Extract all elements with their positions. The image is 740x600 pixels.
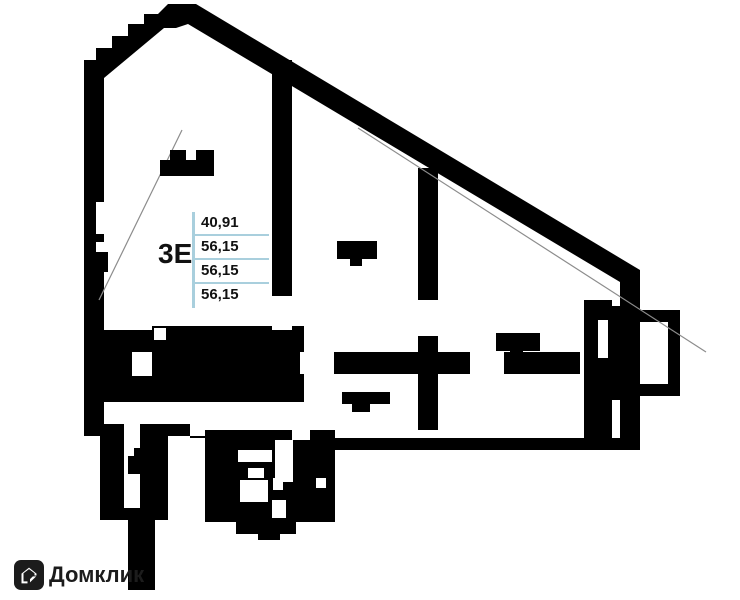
watermark-brand: Домклик — [49, 562, 145, 587]
window-right-slot — [598, 320, 608, 358]
bathroom-opening-h — [292, 428, 310, 440]
partition-wall-center-right — [418, 168, 438, 430]
house-logo-icon — [14, 560, 44, 590]
center-room-fixture-icon — [337, 241, 377, 266]
apartment-type-label: 3Е — [158, 238, 193, 269]
bathroom-opening-f — [272, 500, 286, 518]
watermark: Домклик — [14, 558, 144, 592]
facade-hatch-line-left — [98, 129, 183, 301]
bathroom-opening-e — [275, 440, 293, 482]
dimension-row-4: 56,15 — [195, 284, 281, 308]
corridor-fixture-icon — [342, 392, 390, 412]
bathroom-opening-a — [238, 450, 272, 462]
dimension-rule-1 — [195, 234, 269, 236]
bathroom-opening-g — [316, 478, 326, 488]
bathroom-opening-c — [240, 480, 268, 502]
door-opening-left-center — [272, 296, 292, 330]
door-opening-corridor-center — [300, 352, 334, 374]
kitchen-counter-icon — [160, 150, 214, 176]
door-opening-center-right — [418, 300, 438, 336]
bathroom-opening-b — [248, 468, 264, 478]
facade-hatch-line-right — [357, 127, 707, 353]
dimension-row-2: 56,15 — [195, 236, 281, 260]
door-opening-corridor-right — [470, 352, 504, 374]
hall-fixture-icon — [128, 448, 166, 474]
door-opening-hall — [190, 402, 230, 428]
hall-wall-left-block — [96, 376, 304, 402]
outer-wall-mass — [84, 4, 640, 590]
window-left-upper — [96, 202, 122, 234]
plan-walls — [84, 4, 707, 590]
plan-fixtures — [128, 150, 540, 474]
window-left-lower-notch — [96, 252, 108, 272]
balcony-wall-join — [606, 306, 620, 400]
balcony-outline — [612, 310, 680, 396]
dimension-row-1: 40,91 — [195, 212, 281, 236]
hall-wall-left-upper — [96, 352, 132, 376]
right-room-fixture-icon — [496, 333, 540, 358]
dimension-value-2: 56,15 — [201, 238, 239, 255]
partition-wall-left-center — [272, 60, 292, 370]
dimension-value-3: 56,15 — [201, 262, 239, 279]
dimension-stack: 40,91 56,15 56,15 56,15 — [192, 212, 282, 308]
dimension-axis-line — [192, 212, 195, 308]
dimension-value-1: 40,91 — [201, 214, 239, 231]
dimension-rule-3 — [195, 282, 269, 284]
dimension-value-4: 56,15 — [201, 286, 239, 303]
bathroom-opening-d — [273, 478, 283, 490]
dimension-row-3: 56,15 — [195, 260, 281, 284]
hall-wall-mid-block — [152, 326, 304, 376]
dimension-rule-2 — [195, 258, 269, 260]
hall-notch-opening — [154, 328, 166, 340]
